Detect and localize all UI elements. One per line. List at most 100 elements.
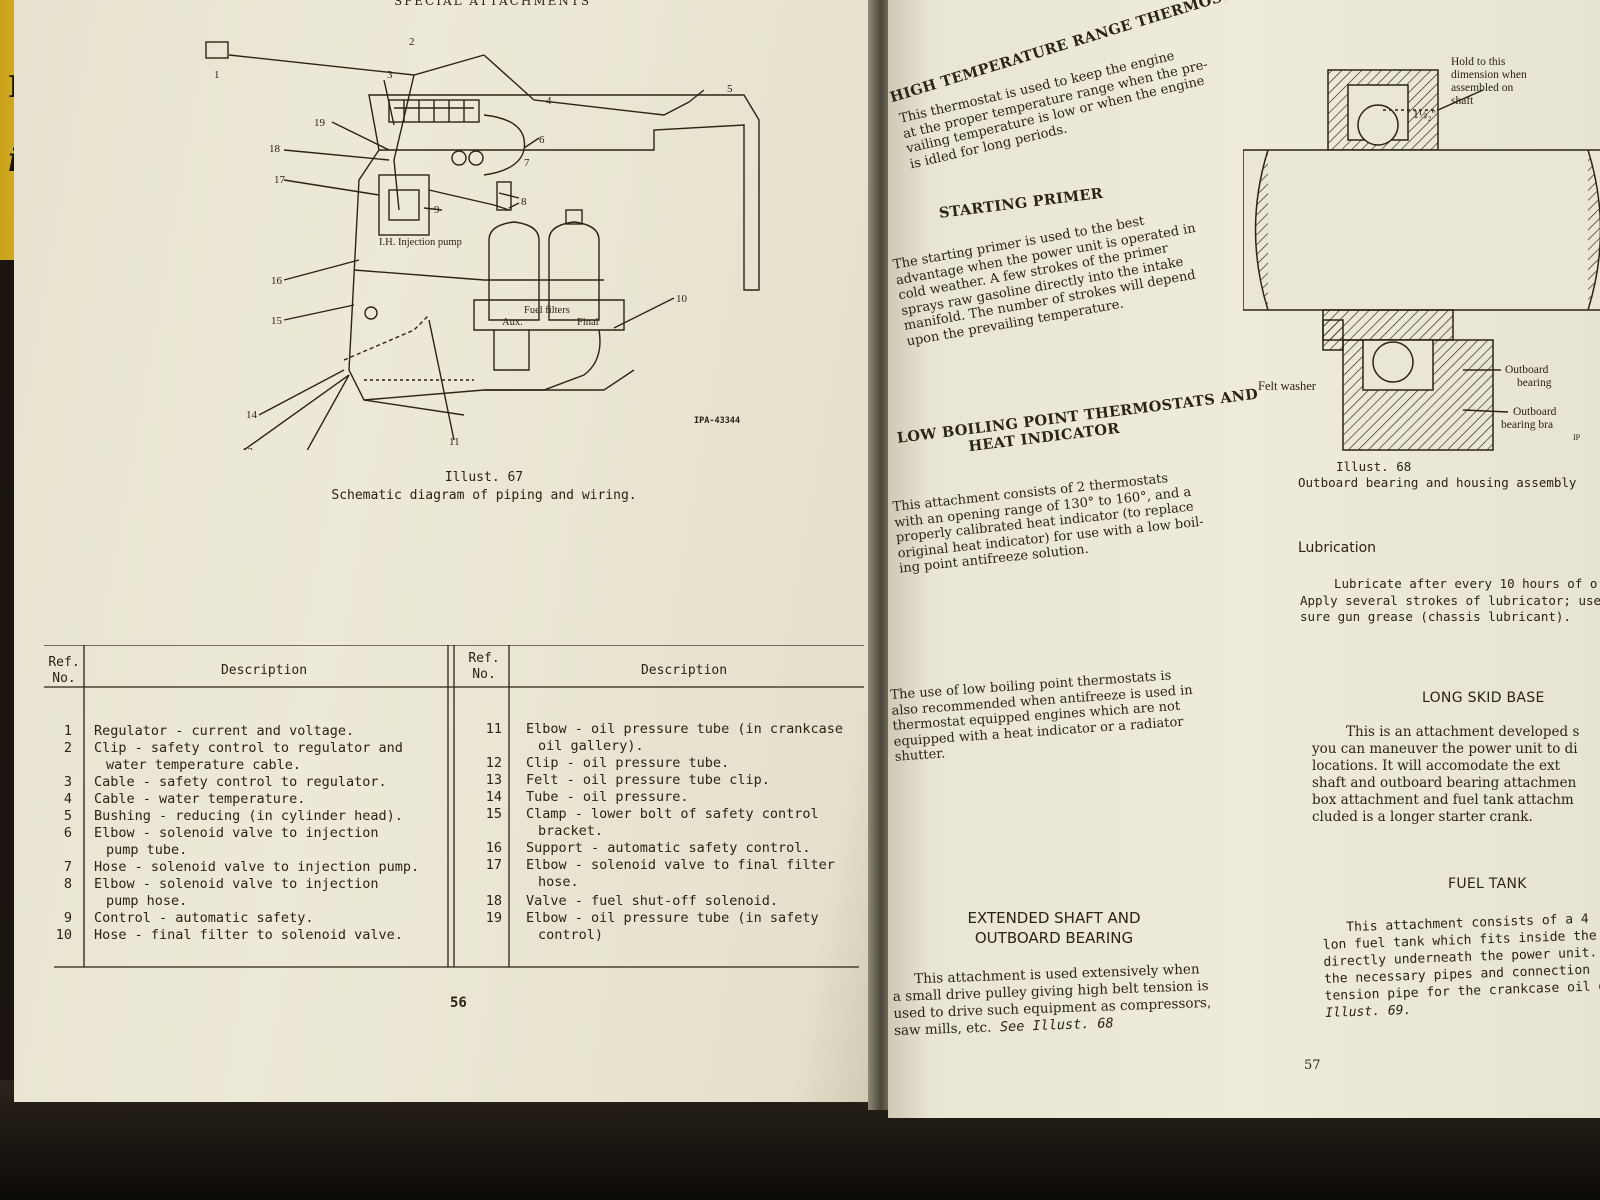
header-ref-no-left: Ref. No. [46, 655, 82, 687]
text-line: sure gun grease (chassis lubricant). [1300, 609, 1571, 624]
callout-3: 3 [387, 69, 393, 81]
text-line: box attachment and fuel tank attachm [1312, 792, 1574, 808]
ref-number: 3 [63, 774, 72, 790]
text-line: Lubricate after every 10 hours of o [1334, 576, 1598, 591]
header-description-right: Description [640, 663, 728, 678]
aux-label: Aux. [502, 317, 523, 328]
ref-description-line: water temperature cable. [106, 757, 302, 773]
outboard-bracket-label-line: Outboard [1513, 406, 1557, 418]
text-line: cluded is a longer starter crank. [1312, 809, 1533, 825]
ref-number: 4 [63, 791, 72, 807]
illustration-67-title: Illust. 67 [444, 470, 524, 485]
text-line: you can maneuver the power unit to di [1312, 741, 1578, 757]
ref-description: Clip - safety control to regulator and w… [94, 740, 403, 774]
ref-description-line: Elbow - solenoid valve to final filter [526, 857, 835, 873]
page-number-left: 56 [450, 995, 467, 1011]
ref-description-line: pump tube. [106, 842, 188, 858]
ref-description: Valve - fuel shut-off solenoid. [526, 893, 778, 909]
lubrication-text: Lubricate after every 10 hours of o Appl… [1300, 576, 1600, 626]
ref-number: 12 [485, 755, 502, 771]
text-line: locations. It will accomodate the ext [1312, 758, 1561, 774]
long-skid-base-text: This is an attachment developed s you ca… [1312, 724, 1579, 826]
ref-number: 16 [485, 840, 502, 856]
ref-number: 1 [63, 723, 72, 739]
header-ref-text: Ref. [468, 651, 500, 666]
hold-label-line: assembled on [1451, 82, 1514, 94]
injection-pump-label: I.H. Injection pump [379, 237, 462, 248]
illustration-68-caption: Outboard bearing and housing assembly [1298, 475, 1577, 490]
ref-description-line: Elbow - solenoid valve to injection [94, 825, 379, 841]
hold-label-line: Hold to this [1451, 56, 1506, 68]
header-ref-no-right: Ref. No. [464, 651, 504, 683]
ref-description: Control - automatic safety. [94, 910, 314, 926]
ref-description-line: Elbow - oil pressure tube (in crankcase [526, 721, 843, 737]
extended-shaft-title-line2: OUTBOARD BEARING [974, 929, 1134, 947]
illustration-68-title: Illust. 68 [1336, 459, 1412, 474]
ref-number: 18 [485, 893, 502, 909]
header-no-text: No. [52, 671, 76, 686]
diagram-code: IPA-43344 [694, 416, 740, 426]
ref-number: 11 [485, 721, 502, 737]
outboard-bracket-label-line: bearing bra [1501, 419, 1553, 431]
long-skid-base-title: LONG SKID BASE [1422, 690, 1545, 706]
ref-number: 8 [63, 876, 72, 892]
ref-number: 13 [485, 772, 502, 788]
ref-description: Hose - final filter to solenoid valve. [94, 927, 403, 943]
extended-shaft-text: This attachment is used extensively when… [892, 961, 1212, 1040]
dimension-label: 1½₂" [1413, 109, 1436, 121]
ref-description: Hose - solenoid valve to injection pump. [94, 859, 420, 875]
ref-description: Clamp - lower bolt of safety control bra… [526, 806, 819, 840]
extended-shaft-title: EXTENDED SHAFT AND OUTBOARD BEARING [954, 908, 1154, 948]
lubrication-title: Lubrication [1298, 540, 1377, 556]
callout-17: 17 [274, 174, 286, 186]
ref-number: 6 [63, 825, 72, 841]
left-page: SPECIAL ATTACHMENTS [14, 0, 876, 1102]
running-head: SPECIAL ATTACHMENTS [394, 0, 592, 8]
ref-number: 5 [63, 808, 72, 824]
page-number-right: 57 [1304, 1058, 1321, 1073]
figure-code: IP [1573, 433, 1581, 442]
starting-primer-text: The starting primer is used to the best … [892, 205, 1208, 349]
callout-4: 4 [546, 95, 552, 107]
callout-19: 19 [314, 117, 326, 129]
ref-number: 14 [485, 789, 502, 805]
ref-description-line: bracket. [538, 823, 604, 839]
hold-label-line: dimension when [1451, 69, 1527, 81]
text-line: saw mills, etc. [893, 1019, 992, 1039]
callout-11: 11 [449, 436, 460, 448]
high-temp-thermostat-text: This thermostat is used to keep the engi… [898, 42, 1216, 173]
text-line: This is an attachment developed s [1346, 724, 1580, 740]
ref-description-line: Elbow - solenoid valve to injection [94, 876, 379, 892]
header-description-left: Description [220, 663, 308, 678]
callout-2: 2 [409, 36, 415, 48]
low-boiling-text-1: This attachment consists of 2 thermostat… [892, 468, 1206, 577]
ref-description-line: pump hose. [106, 893, 188, 909]
felt-washer-label: Felt washer [1258, 379, 1317, 393]
ref-description: Elbow - solenoid valve to injection pump… [94, 876, 378, 910]
extended-shaft-title-line1: EXTENDED SHAFT AND [967, 909, 1141, 927]
reference-table: Ref. No. Description Ref. No. Descriptio… [44, 645, 874, 985]
callout-7: 7 [524, 157, 530, 169]
fuel-tank-title: FUEL TANK [1448, 876, 1527, 892]
ref-description: Elbow - oil pressure tube (in safety con… [526, 910, 819, 944]
callout-15: 15 [271, 315, 283, 327]
callout-5: 5 [727, 83, 733, 95]
piping-wiring-diagram: 1 2 3 4 5 6 7 8 9 10 11 12 13 14 15 16 1… [205, 36, 760, 450]
ref-description: Elbow - oil pressure tube (in crankcase … [526, 721, 843, 755]
outboard-bearing-label-line: Outboard [1505, 364, 1549, 376]
fuel-filters-label: Fuel filters [524, 305, 570, 316]
header-ref-text: Ref. [48, 655, 80, 670]
ref-number: 10 [55, 927, 72, 943]
starting-primer-title: STARTING PRIMER [938, 184, 1105, 222]
ref-description: Elbow - solenoid valve to injection pump… [94, 825, 378, 859]
illustration-67-caption: Schematic diagram of piping and wiring. [331, 488, 637, 503]
callout-18: 18 [269, 143, 281, 155]
ref-description: Regulator - current and voltage. [94, 723, 355, 739]
ref-description: Felt - oil pressure tube clip. [526, 772, 770, 788]
ref-number: 7 [63, 859, 72, 875]
ref-description-line: hose. [538, 874, 579, 890]
header-no-text: No. [472, 667, 496, 682]
ref-description: Elbow - solenoid valve to final filter h… [526, 857, 835, 891]
callout-10: 10 [676, 293, 688, 305]
callout-13: 13 [242, 446, 254, 450]
